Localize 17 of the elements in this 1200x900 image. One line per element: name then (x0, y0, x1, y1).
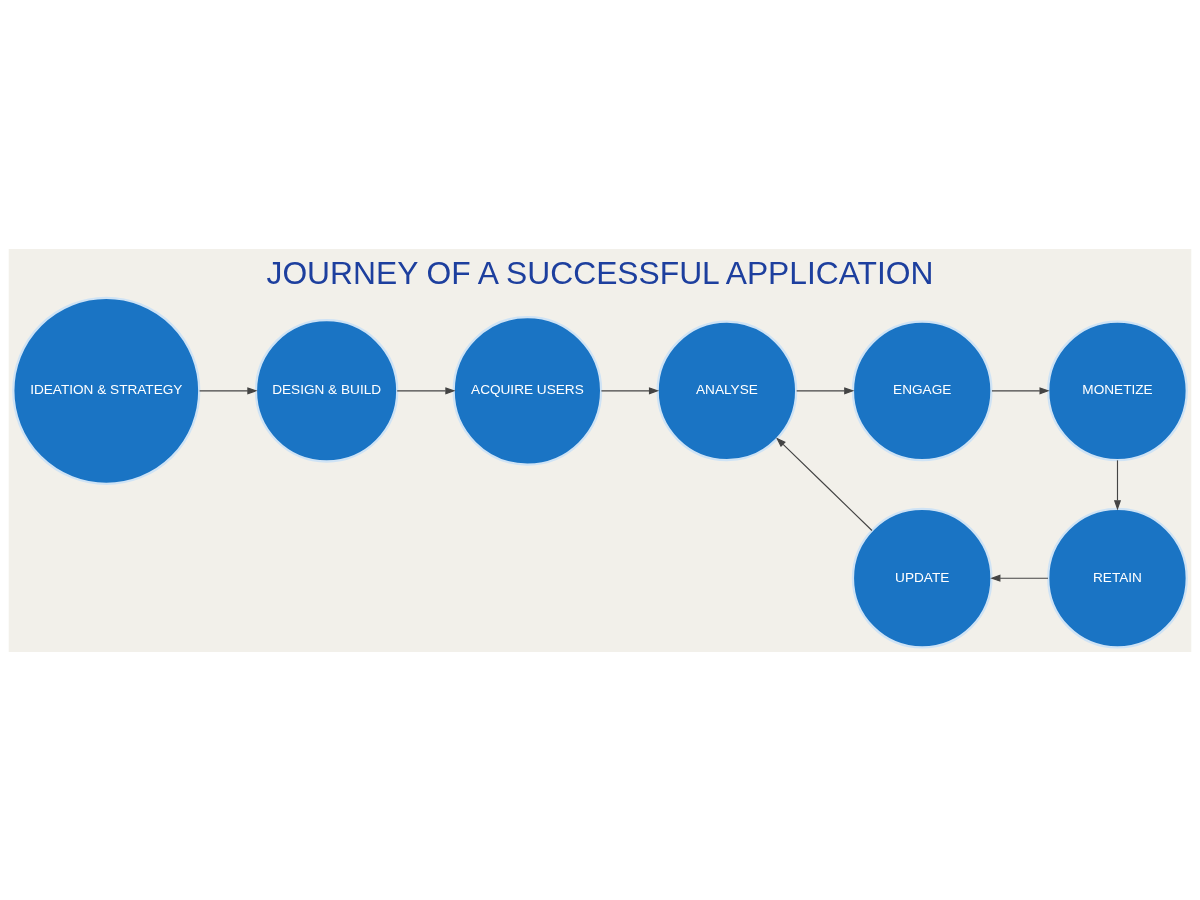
node-circle: ENGAGE (851, 319, 993, 461)
node-circle: MONETIZE (1047, 319, 1188, 461)
node-circle: ANALYSE (656, 319, 798, 461)
arrow (396, 386, 456, 394)
node-circle: UPDATE (851, 507, 993, 649)
arrow (199, 386, 258, 394)
node-circle: DESIGN & BUILD (254, 318, 399, 463)
node-circle: IDEATION & STRATEGY (12, 296, 201, 485)
node-circle: ACQUIRE USERS (452, 315, 603, 466)
arrow (990, 574, 1049, 582)
diagram-title: JOURNEY OF A SUCCESSFUL APPLICATION (266, 254, 934, 291)
arrow (991, 386, 1050, 394)
arrow (600, 386, 660, 394)
arrow (796, 386, 855, 394)
arrow (1113, 459, 1122, 510)
arrow (776, 436, 873, 531)
node-circle: RETAIN (1047, 507, 1188, 649)
